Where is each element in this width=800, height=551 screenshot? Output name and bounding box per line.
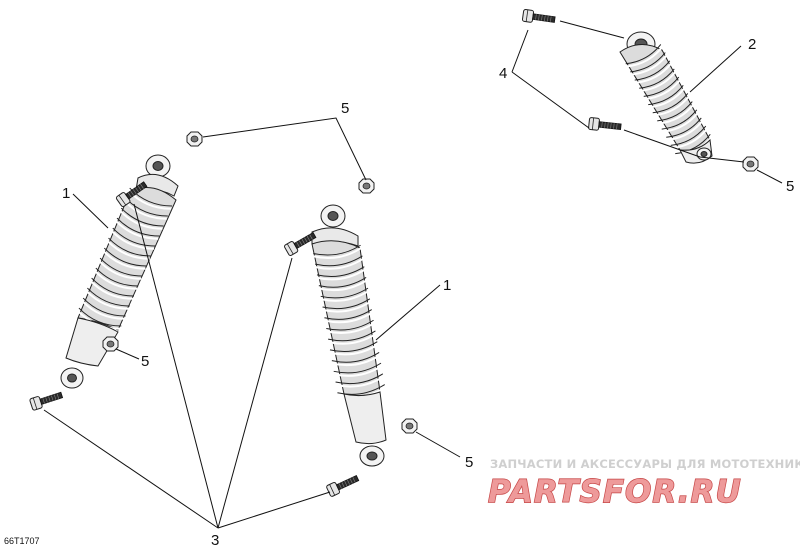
spring-coil bbox=[666, 117, 702, 138]
front-left-shock bbox=[60, 154, 179, 389]
spring-coil bbox=[95, 267, 139, 287]
spring-coil bbox=[329, 341, 378, 352]
rear-shock bbox=[619, 31, 713, 164]
spring-coil bbox=[324, 309, 372, 320]
spring-coil bbox=[331, 351, 380, 363]
watermark-tagline: ЗАПЧАСТИ И АКСЕССУАРЫ ДЛЯ МОТОТЕХНИКИ bbox=[490, 457, 800, 471]
nut-front-right-top bbox=[358, 178, 375, 194]
bolt-front-left-bottom bbox=[28, 388, 65, 412]
front-right-shock bbox=[311, 204, 387, 467]
callout-front-left-shock: 1 bbox=[62, 185, 70, 202]
spring-coil bbox=[625, 44, 662, 65]
spring-coil-highlight bbox=[658, 103, 695, 125]
spring-coil bbox=[661, 109, 698, 130]
spring-coil-highlight bbox=[631, 54, 668, 76]
spring-coil-highlight bbox=[627, 46, 663, 68]
nut-front-left bbox=[102, 336, 119, 352]
spring-coil bbox=[316, 266, 365, 277]
spring-coil-highlight bbox=[334, 365, 383, 377]
nut-top bbox=[186, 131, 203, 147]
spring-coil-highlight bbox=[85, 290, 129, 310]
spring-coil-highlight bbox=[640, 70, 677, 92]
spring-coil-highlight bbox=[321, 290, 370, 302]
spring-coil-highlight bbox=[315, 258, 364, 270]
drawing-code: 66T1707 bbox=[4, 536, 40, 546]
callout-front-right-shock: 1 bbox=[443, 277, 451, 294]
bolt-rear-top bbox=[521, 8, 557, 27]
spring-coil-highlight bbox=[328, 333, 377, 345]
bolt-front-right-bottom bbox=[325, 472, 361, 498]
spring-coil-highlight bbox=[654, 95, 690, 117]
callout-nut-top: 5 bbox=[341, 100, 349, 117]
watermark: ЗАПЧАСТИ И АКСЕССУАРЫ ДЛЯ МОТОТЕХНИКИ PA… bbox=[487, 457, 800, 511]
spring-coil bbox=[648, 84, 684, 106]
spring-coil-highlight bbox=[324, 311, 373, 324]
spring-coil bbox=[643, 76, 680, 97]
spring-coil-highlight bbox=[98, 260, 142, 280]
spring-coil-highlight bbox=[326, 322, 375, 334]
spring-coil-highlight bbox=[330, 343, 379, 356]
spring-coil bbox=[322, 298, 371, 310]
callout-bolts: 3 bbox=[211, 532, 219, 549]
spring-coil-highlight bbox=[322, 300, 371, 313]
spring-coil-highlight bbox=[115, 220, 159, 240]
spring-coil bbox=[103, 247, 147, 267]
spring-coil-highlight bbox=[672, 128, 708, 150]
bolt-rear-bottom bbox=[587, 116, 622, 134]
spring-coil-highlight bbox=[645, 79, 681, 101]
spring-coil bbox=[652, 93, 689, 114]
spring-coil bbox=[670, 125, 707, 146]
spring-coil bbox=[112, 227, 156, 247]
spring-coil-highlight bbox=[81, 300, 125, 320]
callout-rear-bolts: 4 bbox=[499, 65, 507, 82]
spring-coil bbox=[91, 277, 134, 297]
nut-front-right bbox=[401, 418, 418, 434]
spring-coil bbox=[326, 319, 374, 331]
spring-coil bbox=[120, 207, 164, 227]
spring-coil-highlight bbox=[93, 270, 138, 290]
spring-coil bbox=[337, 384, 385, 395]
spring-coil-highlight bbox=[319, 279, 368, 292]
spring-coil bbox=[328, 330, 376, 342]
spring-coil-highlight bbox=[89, 280, 133, 300]
spring-coil bbox=[335, 373, 384, 385]
callout-nut-front-right: 5 bbox=[465, 454, 473, 471]
spring-coil bbox=[87, 287, 130, 307]
spring-coil-highlight bbox=[636, 62, 672, 84]
callout-nut-front-left: 5 bbox=[141, 353, 149, 370]
spring-coil bbox=[82, 297, 126, 317]
spring-coil-highlight bbox=[663, 111, 699, 133]
spring-coil-highlight bbox=[102, 250, 146, 270]
spring-coil bbox=[320, 287, 369, 299]
spring-coil bbox=[108, 237, 151, 257]
spring-coil-highlight bbox=[649, 87, 686, 109]
spring-coil-highlight bbox=[335, 375, 384, 388]
spring-coil-highlight bbox=[313, 247, 362, 259]
spring-coil-highlight bbox=[317, 268, 366, 281]
spring-coil-highlight bbox=[667, 119, 704, 141]
spring-coil bbox=[333, 362, 382, 374]
spring-coil bbox=[639, 68, 675, 89]
spring-coil-highlight bbox=[110, 230, 154, 250]
spring-coil bbox=[318, 276, 367, 288]
spring-coil bbox=[313, 244, 361, 256]
spring-coil bbox=[99, 257, 143, 277]
leader-lines bbox=[43, 20, 783, 529]
spring-coil bbox=[630, 52, 666, 73]
spring-coil bbox=[657, 101, 693, 122]
callout-nut-rear: 5 bbox=[786, 178, 794, 195]
spring-coil-highlight bbox=[106, 240, 150, 260]
spring-coil bbox=[116, 217, 160, 237]
nut-rear bbox=[742, 156, 759, 172]
spring-coil-highlight bbox=[332, 354, 381, 367]
watermark-logo: PARTSFOR.RU bbox=[488, 474, 742, 510]
spring-coil bbox=[634, 60, 671, 81]
spring-coil bbox=[675, 133, 711, 155]
spring-coil bbox=[78, 307, 122, 327]
spring-coil bbox=[315, 255, 363, 267]
callout-rear-shock: 2 bbox=[748, 36, 756, 53]
